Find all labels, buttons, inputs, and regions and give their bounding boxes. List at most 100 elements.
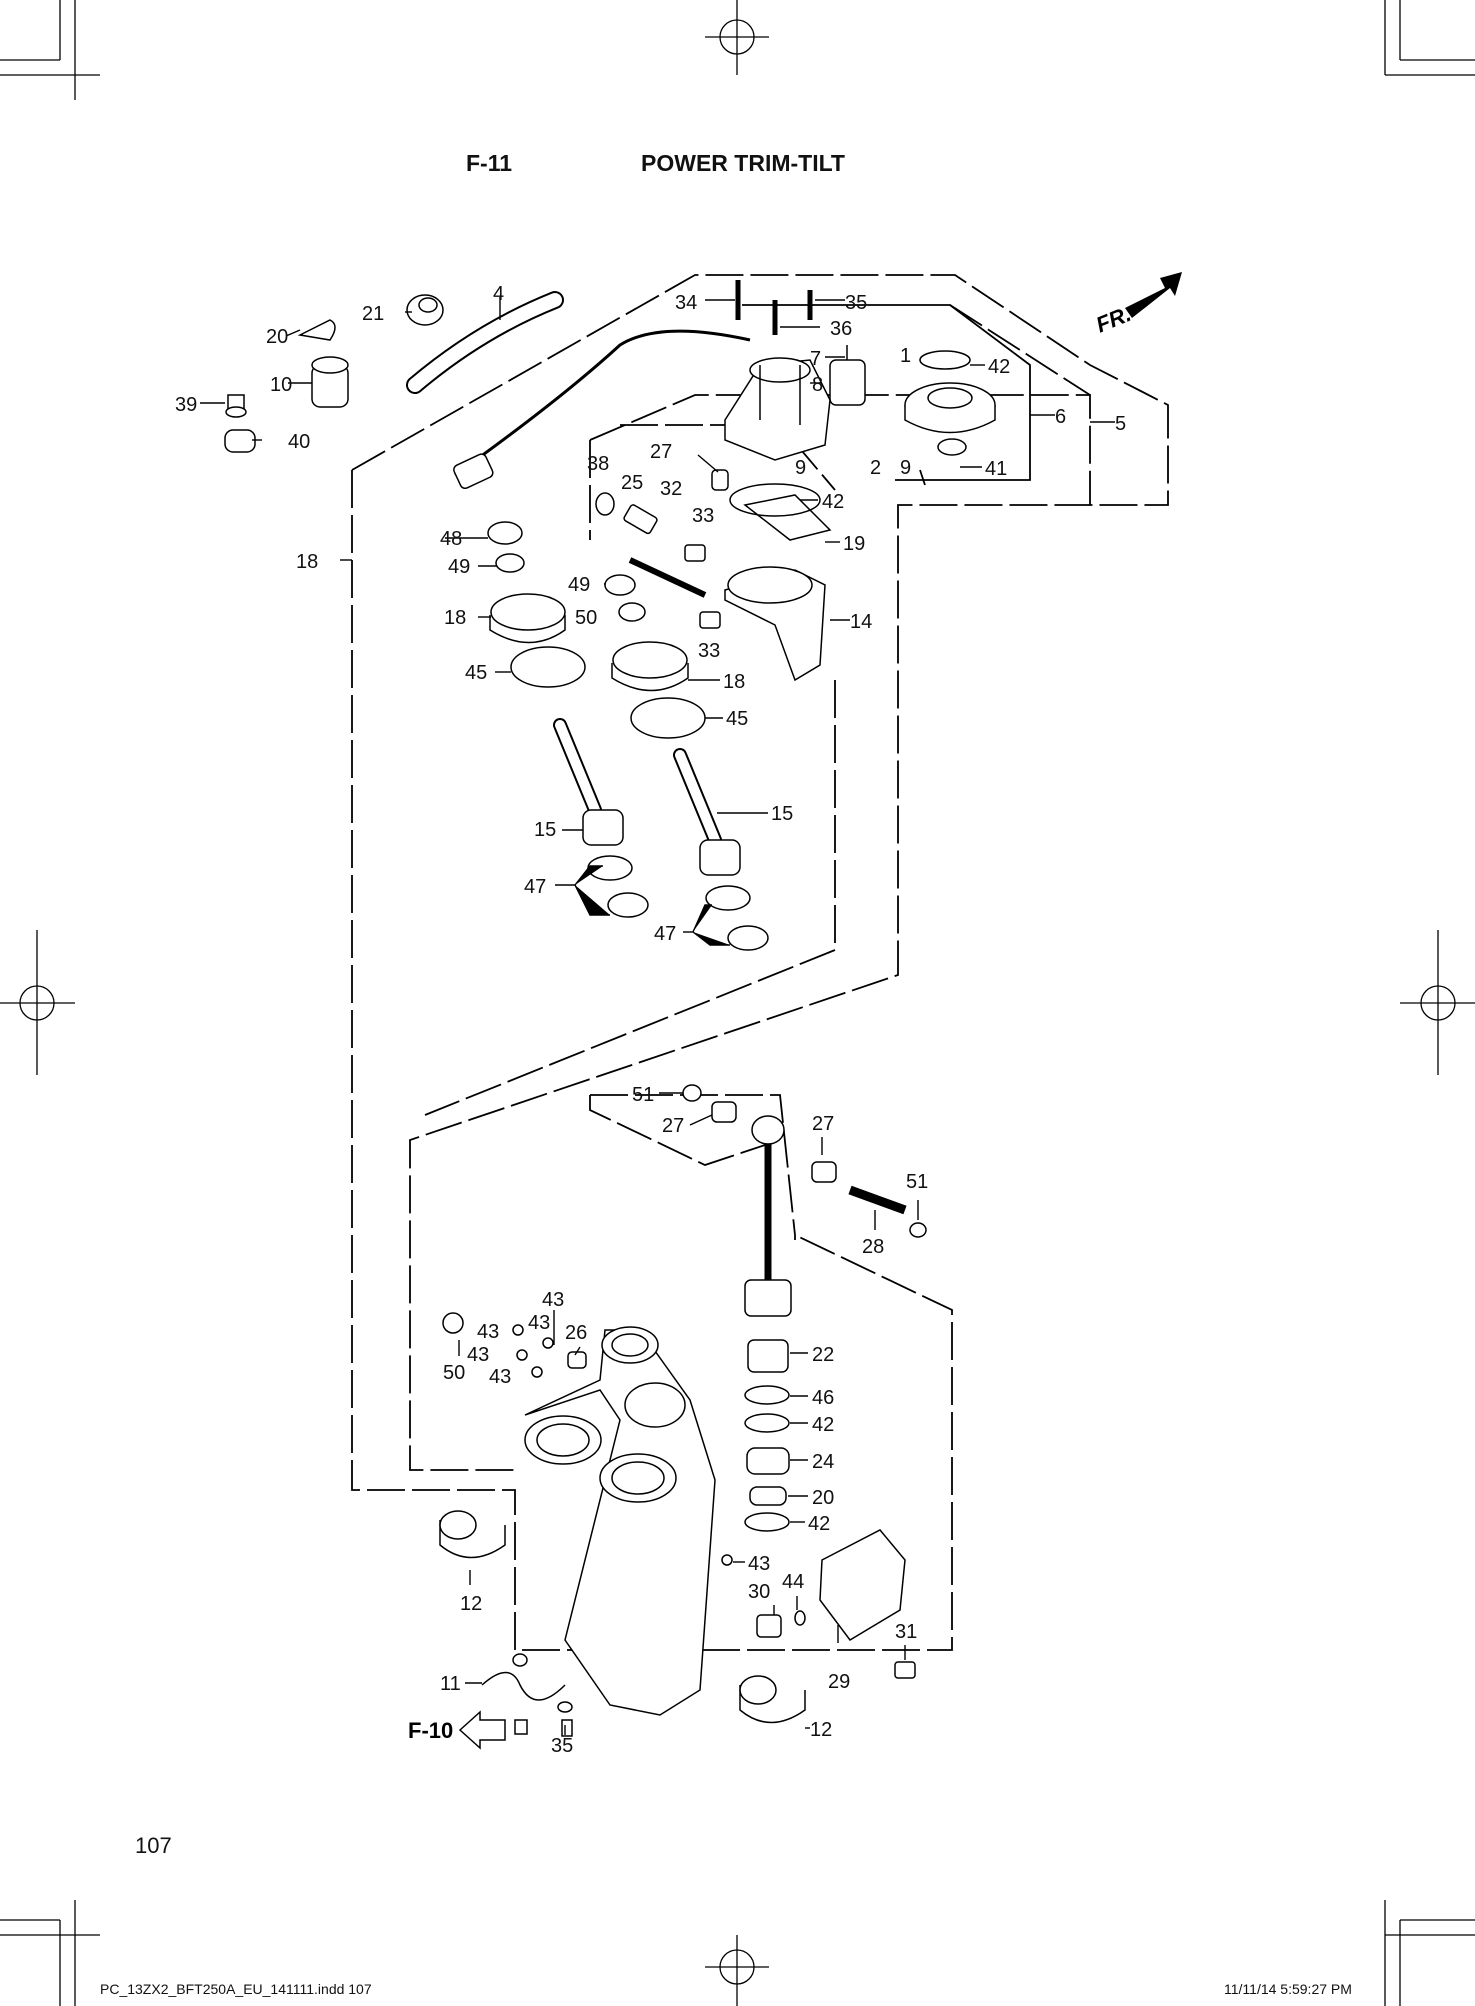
part-label: 43 [477,1321,499,1343]
part-label: 46 [812,1387,834,1409]
piston-rod-15-icon [553,718,741,876]
part-label: 51 [906,1171,928,1193]
part-label: 31 [895,1621,917,1643]
part-label: 8 [812,374,823,396]
collar-51-27-icon [682,1084,927,1238]
cylinder-housing-icon [524,1326,716,1716]
pump-gear-icon [829,345,866,406]
part-label: 42 [822,491,844,513]
valve-25-icon [623,504,658,535]
plug-33-icon [684,544,721,629]
part-label: 9 [900,457,911,479]
seal-48-icon [487,521,636,596]
footer-timestamp: 11/11/14 5:59:27 PM [1224,1981,1352,1997]
protector-hose-icon [406,291,564,394]
pipe-icon [453,329,751,490]
part-label: 21 [362,303,384,325]
grommet-21-icon [406,294,444,326]
part-label: 28 [862,1236,884,1258]
ring-46-42-20-icon [744,1385,790,1532]
part-label: 26 [565,1322,587,1344]
page-number: 107 [135,1833,172,1858]
washer-44-icon [794,1610,806,1626]
part-label: 9 [795,457,806,479]
part-label: 15 [771,803,793,825]
part-label: 42 [988,356,1010,378]
part-label: 30 [748,1581,770,1603]
part-label: 42 [808,1513,830,1535]
part-label: 49 [568,574,590,596]
bolt-32-icon [628,557,707,598]
part-label: 34 [675,292,697,314]
cross-reference-label: F-10 [408,1718,453,1743]
o-ring-38-icon [595,492,615,516]
part-label: 43 [748,1553,770,1575]
part-label: 10 [270,374,292,396]
part-label: 50 [575,607,597,629]
part-label: 27 [662,1115,684,1137]
part-drawings [224,280,996,1737]
part-label: 19 [843,533,865,555]
footer-filename: PC_13ZX2_BFT250A_EU_141111.indd 107 [100,1981,372,1997]
part-label: 36 [830,318,852,340]
valve-16-icon [711,469,729,491]
part-label: 22 [812,1344,834,1366]
part-label: 49 [448,556,470,578]
group-solid-lines [742,304,1031,486]
tilt-rod-icon [744,1115,792,1373]
bushing-12-icon [439,1510,806,1724]
part-label: 29 [828,1671,850,1693]
o-ring-41-icon [729,483,821,517]
part-label: 27 [812,1113,834,1135]
seal-49-icon [495,553,646,622]
part-label: 2 [870,457,881,479]
part-label: 6 [1055,406,1066,428]
part-label: 41 [985,458,1007,480]
part-label: 33 [692,505,714,527]
part-label: 14 [850,611,872,633]
nut-30-icon [756,1614,782,1638]
clamp-37-icon [224,429,256,453]
part-label: 43 [542,1289,564,1311]
part-label: 35 [551,1735,573,1757]
part-label: 43 [528,1312,550,1334]
part-label: 35 [845,292,867,314]
grommet-10-icon [311,356,349,408]
o-ring-40-icon [919,350,971,370]
part-label: 7 [810,348,821,370]
bolt-31-icon [894,1661,916,1679]
front-arrow-icon: FR. [1092,272,1182,338]
part-label: 47 [654,923,676,945]
bolt-34-icon [735,280,813,335]
bolt-36-icon [225,394,247,418]
cylinder-cap-18-icon [489,593,689,692]
part-label: 43 [489,1366,511,1388]
part-label: 12 [810,1719,832,1741]
part-label: 43 [467,1344,489,1366]
part-label: 20 [266,326,288,348]
group-outline-lines [351,274,1169,1651]
part-label: 12 [460,1593,482,1615]
part-number-labels: 20 4 5 6 1 7 8 9 2 9 10 21 39 40 34 35 3… [175,283,1126,1757]
part-label: 33 [698,640,720,662]
snap-ring-47-icon [587,855,769,951]
part-label: 18 [444,607,466,629]
leader-lines [200,297,1115,1735]
reservoir-plate-icon [724,494,832,682]
ground-wire-11-icon [481,1653,566,1701]
part-label: 45 [465,662,487,684]
part-label: 27 [650,441,672,463]
part-label: 48 [440,528,462,550]
clip-3-icon [297,319,336,341]
part-label: 5 [1115,413,1126,435]
section-code: F-11 [466,150,513,176]
part-label: 47 [524,876,546,898]
oil-reservoir-cap-icon [904,382,996,434]
part-label: 15 [534,819,556,841]
part-label: 24 [812,1451,834,1473]
part-label: 44 [782,1571,804,1593]
part-label: 40 [288,431,310,453]
